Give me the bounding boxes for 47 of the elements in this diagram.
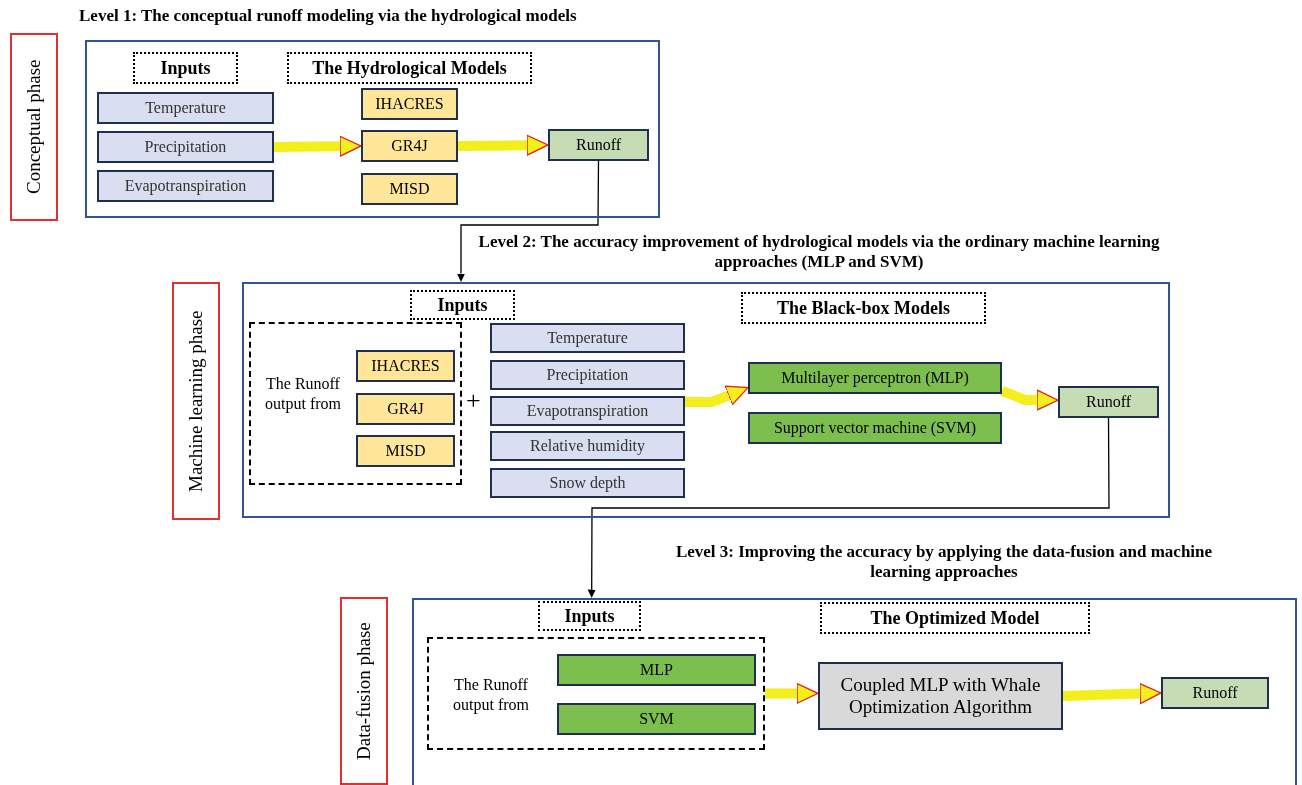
model-box: IHACRES: [361, 88, 458, 120]
output-box: Runoff: [1161, 677, 1269, 709]
group-label: The Runoff output from: [264, 374, 342, 414]
arrow: [587, 417, 1110, 599]
block-arrow: [1000, 386, 1059, 411]
input-box: Precipitation: [97, 131, 274, 163]
block-arrow: [1062, 683, 1162, 705]
dashed-group-box: [427, 637, 765, 750]
model-box: Multilayer perceptron (MLP): [748, 362, 1002, 394]
input-box: Snow depth: [490, 468, 685, 498]
group-label: The Runoff output from: [452, 675, 530, 715]
input-box: Temperature: [97, 92, 274, 124]
level-heading: Level 2: The accuracy improvement of hydrological models via the ordinary machine learning approaches (MLP and SVM): [477, 232, 1161, 273]
input-box: Relative humidity: [490, 431, 685, 461]
section-title: Inputs: [133, 52, 238, 84]
model-box: MISD: [356, 435, 455, 467]
model-box: IHACRES: [356, 350, 455, 382]
phase-label: Conceptual phase: [10, 33, 58, 221]
section-title: The Black-box Models: [741, 292, 986, 324]
dashed-group-box: [249, 322, 462, 485]
model-box: Support vector machine (SVM): [748, 412, 1002, 444]
input-box: Temperature: [490, 323, 685, 353]
model-box: MLP: [557, 654, 756, 686]
input-box: Evapotranspiration: [97, 170, 274, 202]
arrow: [456, 160, 600, 283]
block-arrow: [765, 682, 819, 704]
phase-label: Machine learning phase: [172, 282, 220, 520]
section-title: The Hydrological Models: [287, 52, 532, 84]
phase-label: Data-fusion phase: [340, 597, 388, 785]
block-arrow: [685, 385, 749, 407]
model-box: GR4J: [361, 130, 458, 162]
model-box: Coupled MLP with Whale Optimization Algorithm: [818, 662, 1063, 730]
section-title: The Optimized Model: [820, 602, 1090, 634]
block-arrow: [457, 134, 549, 156]
input-box: Evapotranspiration: [490, 396, 685, 426]
section-title: Inputs: [538, 601, 641, 631]
level-heading: Level 3: Improving the accuracy by applying the data-fusion and machine learning approaches: [674, 542, 1214, 583]
model-box: MISD: [361, 173, 458, 205]
level-heading: Level 1: The conceptual runoff modeling via the hydrological models: [79, 6, 578, 27]
block-arrow: [273, 135, 362, 157]
model-box: SVM: [557, 703, 756, 735]
model-box: GR4J: [356, 393, 455, 425]
output-box: Runoff: [1058, 386, 1159, 418]
output-box: Runoff: [548, 129, 649, 161]
plus-sign: +: [466, 386, 481, 416]
section-title: Inputs: [410, 290, 515, 320]
input-box: Precipitation: [490, 360, 685, 390]
